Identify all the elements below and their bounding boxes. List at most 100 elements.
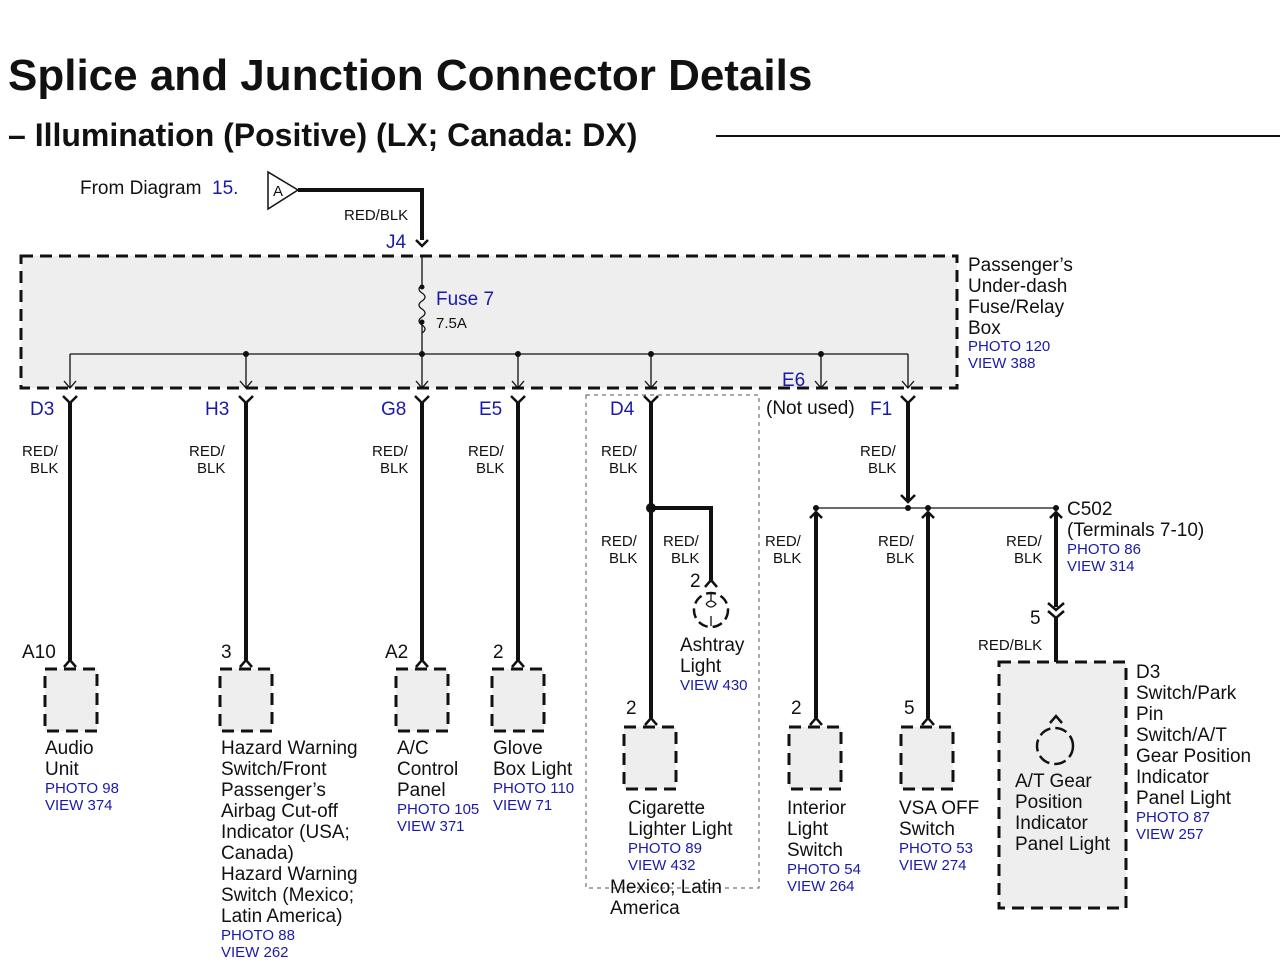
wire-label-vsa-1: RED/ bbox=[878, 533, 915, 550]
cigarette-photo[interactable]: PHOTO 89 bbox=[628, 840, 702, 857]
offpage-connector-icon bbox=[267, 170, 300, 211]
c502-node-d3 bbox=[1053, 505, 1059, 511]
fuse-relay-box: Fuse 7 7.5A Passenger’s Under-dash Fuse/… bbox=[19, 254, 1073, 390]
d3-name-1: Switch/Park bbox=[1136, 683, 1237, 704]
fuse-box-photo[interactable]: PHOTO 120 bbox=[968, 338, 1050, 355]
audio-pin-icon bbox=[63, 658, 77, 668]
d3-inner-1: A/T Gear bbox=[1015, 771, 1092, 792]
fuse-box-view[interactable]: VIEW 388 bbox=[968, 355, 1036, 372]
indicator-bulb-icon bbox=[1035, 726, 1075, 766]
from-diagram-link[interactable]: 15. bbox=[212, 178, 238, 199]
c502-inline-connector-icon-2 bbox=[1047, 610, 1065, 620]
fuse-7-rating: 7.5A bbox=[436, 315, 467, 332]
c502-pin-vsa-icon bbox=[921, 510, 935, 519]
audio-unit: A10 Audio Unit PHOTO 98 VIEW 374 bbox=[22, 642, 119, 814]
terminal-j4-pin-icon bbox=[415, 239, 429, 248]
hazard-name-2: Switch/Front bbox=[221, 759, 327, 780]
hazard-photo[interactable]: PHOTO 88 bbox=[221, 927, 295, 944]
terminal-d3: D3 bbox=[30, 399, 54, 420]
interior-photo[interactable]: PHOTO 54 bbox=[787, 861, 861, 878]
audio-pin: A10 bbox=[22, 642, 56, 663]
ac-photo[interactable]: PHOTO 105 bbox=[397, 801, 479, 818]
ashtray-name-1: Ashtray bbox=[680, 635, 745, 656]
audio-photo[interactable]: PHOTO 98 bbox=[45, 780, 119, 797]
wire-label-ash-2: BLK bbox=[671, 550, 699, 567]
ashtray-view[interactable]: VIEW 430 bbox=[680, 677, 748, 694]
d3-inner-4: Panel Light bbox=[1015, 834, 1111, 855]
vsa-view[interactable]: VIEW 274 bbox=[899, 857, 967, 874]
hazard-name-3: Passenger’s bbox=[221, 780, 326, 801]
c502-inline-connector-icon bbox=[1047, 602, 1065, 612]
splice-d4 bbox=[646, 503, 656, 513]
audio-view[interactable]: VIEW 374 bbox=[45, 797, 113, 814]
wire-label-cig-2: BLK bbox=[609, 550, 637, 567]
from-diagram-label: From Diagram bbox=[80, 178, 201, 199]
interior-light-switch: 2 Interior Light Switch PHOTO 54 VIEW 26… bbox=[787, 698, 861, 895]
ashtray-pin: 2 bbox=[690, 571, 701, 592]
c502-terminals: (Terminals 7-10) bbox=[1067, 520, 1204, 541]
wire-label-vsa-2: BLK bbox=[886, 550, 914, 567]
terminal-j4: J4 bbox=[386, 232, 407, 253]
ashtray-pin-icon bbox=[704, 578, 718, 588]
terminal-g8: G8 bbox=[381, 399, 406, 420]
ac-box bbox=[394, 667, 450, 733]
cigarette-pin: 2 bbox=[626, 698, 637, 719]
fuse-box-name-4: Box bbox=[968, 318, 1001, 339]
c502-junction: C502 (Terminals 7-10) PHOTO 86 VIEW 314 … bbox=[809, 494, 1204, 629]
glove-box bbox=[490, 667, 546, 733]
hazard-name-7: Hazard Warning bbox=[221, 864, 358, 885]
interior-view[interactable]: VIEW 264 bbox=[787, 878, 855, 895]
glove-pin: 2 bbox=[493, 642, 504, 663]
d3-name-2: Pin bbox=[1136, 704, 1163, 725]
wire-label-c502-1: RED/ bbox=[1006, 533, 1043, 550]
ac-pin-icon bbox=[415, 658, 429, 668]
wire-label-g8-1: RED/ bbox=[372, 443, 409, 460]
c502-node-vsa bbox=[925, 505, 931, 511]
c502-pin: 5 bbox=[1030, 608, 1041, 629]
c502-pin-d3-icon bbox=[1049, 510, 1063, 519]
glove-name-1: Glove bbox=[493, 738, 543, 759]
d3-inner-2: Position bbox=[1015, 792, 1083, 813]
terminal-h3: H3 bbox=[205, 399, 229, 420]
d3-name-3: Switch/A/T bbox=[1136, 725, 1227, 746]
mexico-note-1: Mexico; Latin bbox=[610, 877, 722, 898]
terminal-e6: E6 bbox=[782, 370, 805, 391]
cigarette-lighter-light: 2 Cigarette Lighter Light PHOTO 89 VIEW … bbox=[610, 698, 733, 919]
cigarette-name-2: Lighter Light bbox=[628, 819, 733, 840]
terminal-f1: F1 bbox=[870, 399, 892, 420]
ac-view[interactable]: VIEW 371 bbox=[397, 818, 465, 835]
hazard-view[interactable]: VIEW 262 bbox=[221, 944, 289, 961]
cigarette-view[interactable]: VIEW 432 bbox=[628, 857, 696, 874]
wire-label-h3-2: BLK bbox=[197, 460, 225, 477]
c502-photo[interactable]: PHOTO 86 bbox=[1067, 541, 1141, 558]
vsa-photo[interactable]: PHOTO 53 bbox=[899, 840, 973, 857]
c502-name: C502 bbox=[1067, 499, 1112, 520]
fuse-box-name-1: Passenger’s bbox=[968, 255, 1073, 276]
interior-box bbox=[787, 725, 843, 791]
c502-view[interactable]: VIEW 314 bbox=[1067, 558, 1135, 575]
glove-view[interactable]: VIEW 71 bbox=[493, 797, 552, 814]
wire-label-d4-2: BLK bbox=[609, 460, 637, 477]
page-subtitle: – Illumination (Positive) (LX; Canada: D… bbox=[8, 117, 637, 153]
hazard-warning-switch: 3 Hazard Warning Switch/Front Passenger’… bbox=[218, 642, 358, 961]
main-wires bbox=[68, 403, 1058, 718]
d3-inner-3: Indicator bbox=[1015, 813, 1089, 834]
terminal-e6-note: (Not used) bbox=[766, 398, 855, 419]
wire-label-d3-1: RED/ bbox=[22, 443, 59, 460]
wire-label-g8-2: BLK bbox=[380, 460, 408, 477]
terminal-e5: E5 bbox=[479, 399, 502, 420]
fuse-box-name-3: Fuse/Relay bbox=[968, 297, 1065, 318]
interior-name-1: Interior bbox=[787, 798, 847, 819]
hazard-name-4: Airbag Cut-off bbox=[221, 801, 339, 822]
bus-drops bbox=[63, 354, 915, 389]
glove-box-light: 2 Glove Box Light PHOTO 110 VIEW 71 bbox=[490, 642, 574, 814]
glove-photo[interactable]: PHOTO 110 bbox=[493, 780, 574, 797]
d3-photo[interactable]: PHOTO 87 bbox=[1136, 809, 1210, 826]
d3-switch-park-pin: A/T Gear Position Indicator Panel Light … bbox=[997, 660, 1251, 910]
ac-pin: A2 bbox=[385, 642, 408, 663]
wire-label-e5-2: BLK bbox=[476, 460, 504, 477]
ashtray-bulb-outline bbox=[692, 591, 730, 629]
source-wire-label: RED/BLK bbox=[344, 207, 408, 224]
hazard-pin: 3 bbox=[221, 642, 232, 663]
d3-view[interactable]: VIEW 257 bbox=[1136, 826, 1204, 843]
